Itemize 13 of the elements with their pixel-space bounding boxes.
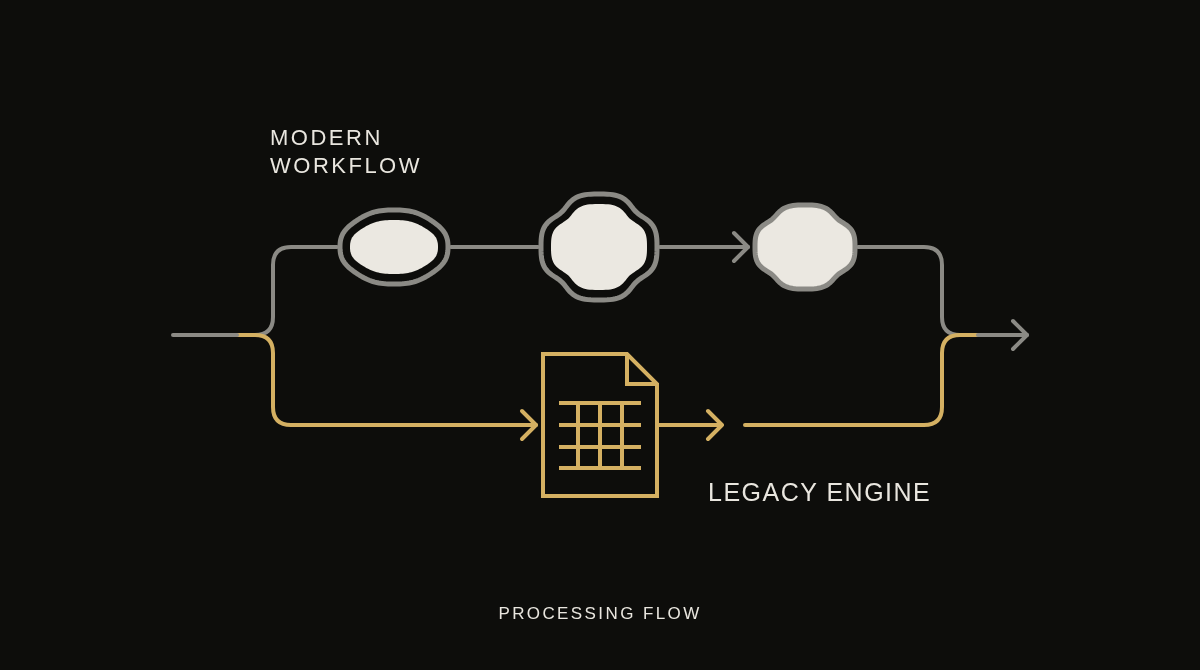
cloud-shape	[538, 191, 660, 303]
spreadsheet-document-icon	[541, 352, 659, 498]
flow-arrow	[235, 333, 538, 441]
flow-arrow	[976, 319, 1029, 351]
lane-label: LEGACY ENGINE	[708, 477, 932, 507]
flow-arrow	[658, 231, 750, 263]
cloud-shape	[337, 207, 451, 287]
cloud-shape	[752, 202, 858, 292]
flow-line	[171, 333, 239, 337]
lane-label: MODERN WORKFLOW	[270, 124, 423, 180]
caption: PROCESSING FLOW	[498, 604, 702, 624]
flow-line	[449, 245, 540, 249]
flow-arrow	[657, 333, 980, 441]
